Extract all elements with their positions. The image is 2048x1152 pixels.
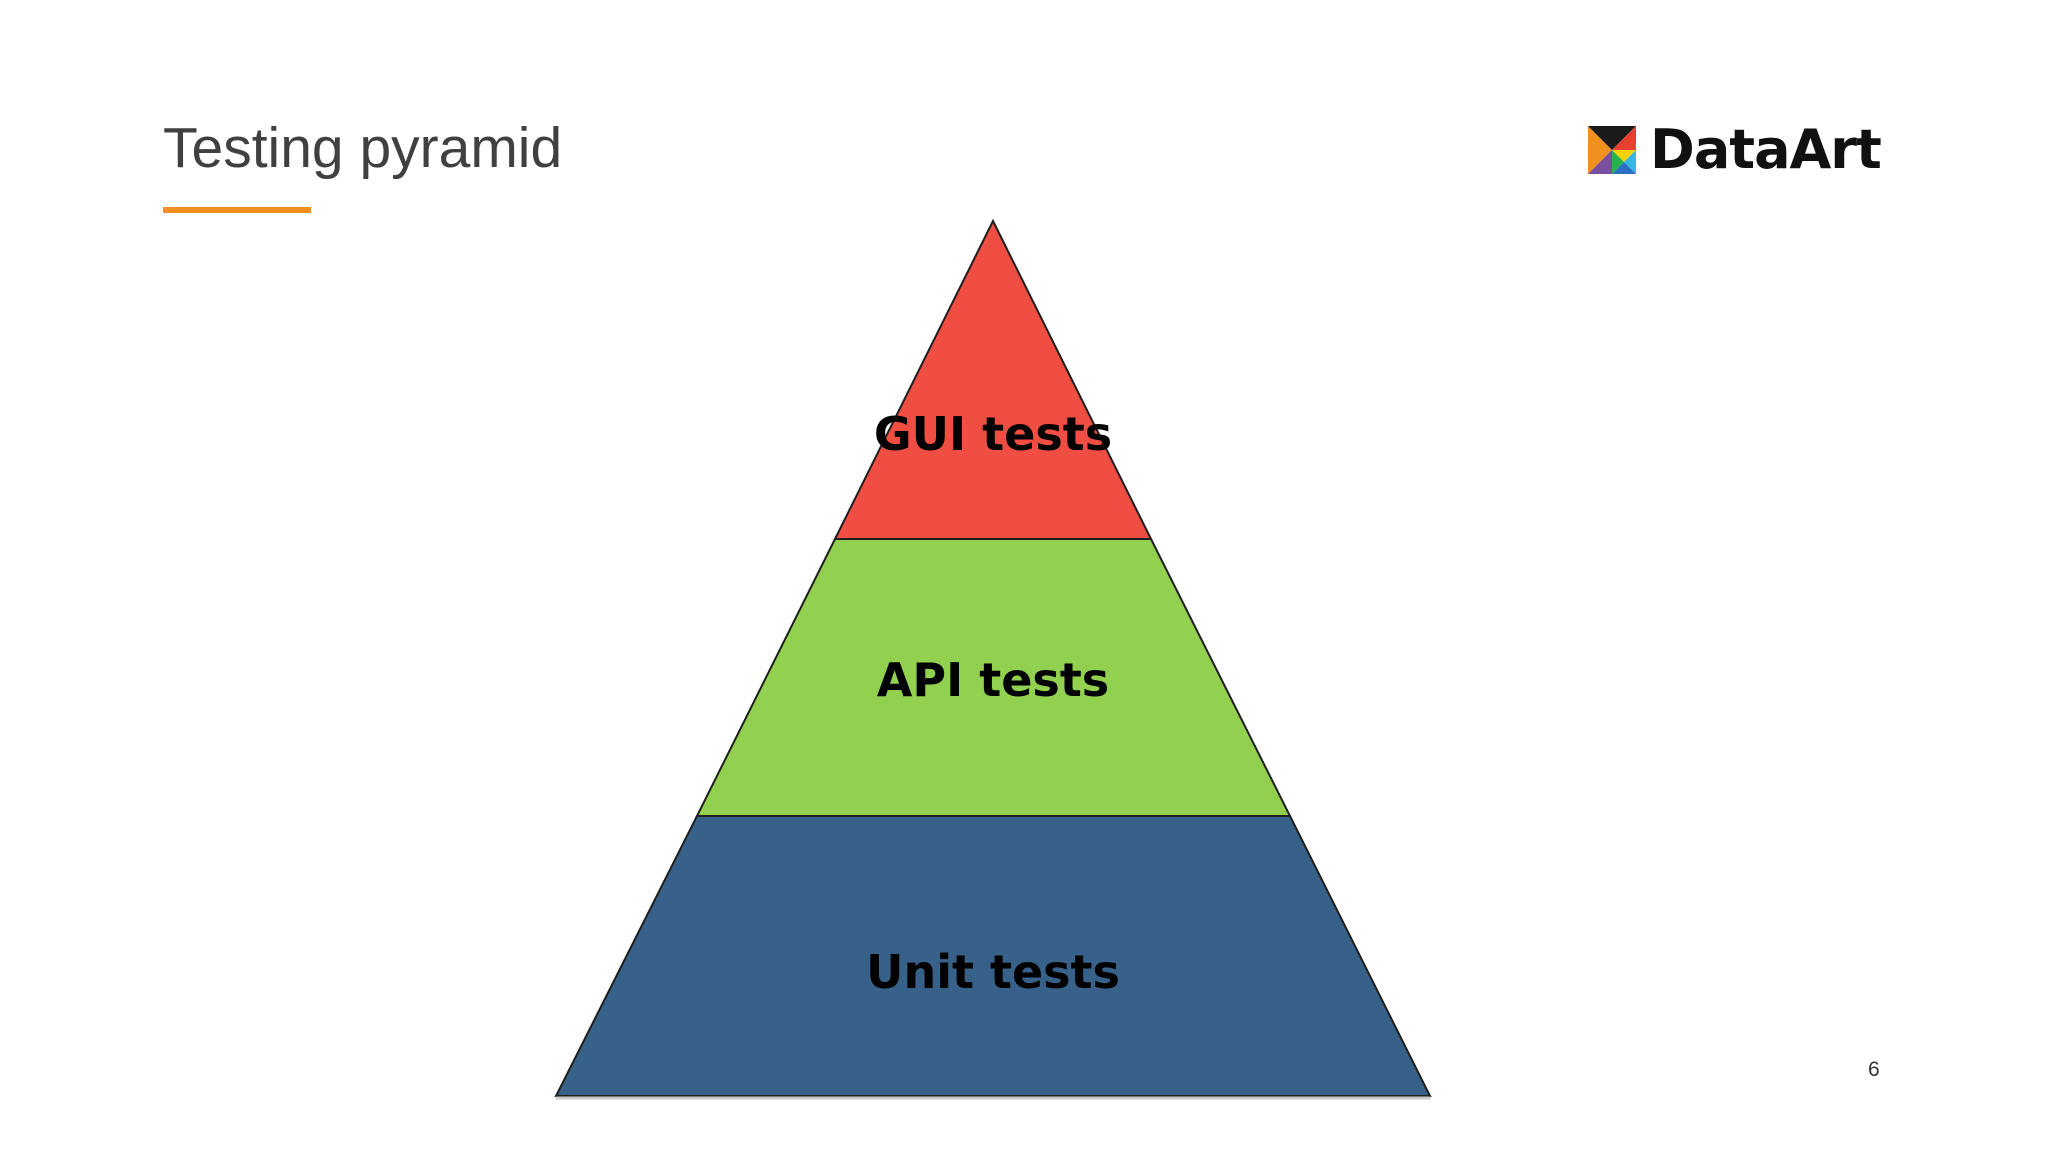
page-number: 6: [1868, 1058, 1880, 1081]
title-underline: [163, 207, 311, 213]
tier-label-unit: Unit tests: [866, 945, 1120, 999]
pyramid-tier-unit: [554, 815, 1432, 1097]
tier-label-api: API tests: [876, 653, 1110, 707]
dataart-logo: DataArt: [1588, 118, 1882, 181]
tier-label-gui: GUI tests: [873, 407, 1113, 461]
dataart-logo-icon: [1588, 126, 1636, 174]
slide-title: Testing pyramid: [163, 116, 563, 180]
logo-text: DataArt: [1650, 118, 1882, 181]
pyramid-tier-gui: [833, 218, 1153, 540]
